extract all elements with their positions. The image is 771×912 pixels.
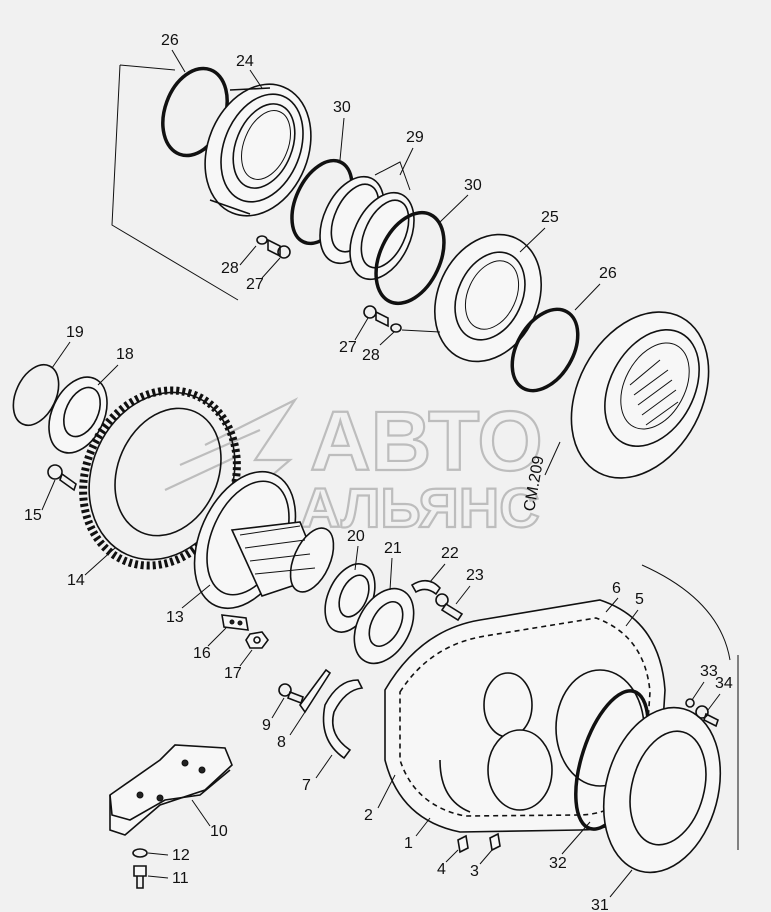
callout-26-upper: 26 [161,32,179,49]
callout-29: 29 [406,129,424,146]
callout-17: 17 [224,665,242,682]
callout-10: 10 [210,823,228,840]
callouts: 26 24 30 29 30 25 26 28 27 27 28 19 18 1… [24,32,733,912]
cover-flange-31 [602,706,722,874]
callout-23: 23 [466,567,484,584]
callout-28-upper: 28 [221,260,239,277]
callout-11: 11 [172,870,189,887]
callout-19: 19 [66,324,84,341]
callout-25: 25 [541,209,559,226]
callout-12: 12 [172,847,190,864]
group-bracket-upper [111,64,239,301]
final-drive-case-2 [384,599,666,833]
callout-21: 21 [384,540,402,557]
callout-30-lower: 30 [464,177,482,194]
callout-3: 3 [470,863,479,880]
callout-20: 20 [347,528,365,545]
thrust-washer-21 [353,587,415,665]
o-ring-26-lower [510,307,580,393]
bolt-23 [435,593,464,622]
hub-13 [193,470,335,610]
callout-18: 18 [116,346,134,363]
callout-7: 7 [302,777,311,794]
washer-33-bolt-34 [685,698,719,728]
callout-22: 22 [441,545,459,562]
lock-plate-16 [221,614,249,631]
callout-9: 9 [262,717,271,734]
callout-34: 34 [715,675,733,692]
callout-31: 31 [591,897,609,912]
dowel-pins-3-4 [457,832,501,854]
callout-16: 16 [193,645,211,662]
callout-8: 8 [277,734,286,751]
callout-1: 1 [404,835,413,852]
nut-17 [245,631,269,649]
callout-26-lower: 26 [599,265,617,282]
callout-15: 15 [24,507,42,524]
shim-7 [322,679,364,760]
watermark-line1: АВТО [310,394,543,488]
bearing-18 [48,376,108,454]
bearing-housing-24 [204,83,312,217]
bracket-10 [109,744,233,836]
callout-28-middle: 28 [362,347,380,364]
washer-12-bolt-11 [132,848,148,889]
callout-32: 32 [549,855,567,872]
group-bracket-right [641,564,739,850]
bolt-27-washer-28-upper [256,235,291,259]
callout-24: 24 [236,53,254,70]
plate-8 [299,668,332,714]
seal-29 [319,161,415,281]
end-cover [570,311,710,479]
callout-6: 6 [612,580,621,597]
bolt-27-washer-28-middle [363,305,441,333]
callout-13: 13 [166,609,184,626]
callout-2: 2 [364,807,373,824]
callout-14: 14 [67,572,85,589]
callout-5: 5 [635,591,644,608]
leader-cover-arrow [544,441,561,476]
watermark-line2: АЛЬЯНС [300,476,540,539]
bolt-9 [278,683,305,705]
callout-33: 33 [700,663,718,680]
retainer-flange-25 [433,233,543,363]
callout-27-upper: 27 [246,276,264,293]
bolt-15 [47,464,77,492]
snap-ring-30-lower [374,210,446,306]
lock-tab-22 [410,579,442,596]
watermark: АВТО АЛЬЯНС [164,393,544,540]
callout-27-middle: 27 [339,339,357,356]
callout-4: 4 [437,861,446,878]
callout-30-upper: 30 [333,99,351,116]
